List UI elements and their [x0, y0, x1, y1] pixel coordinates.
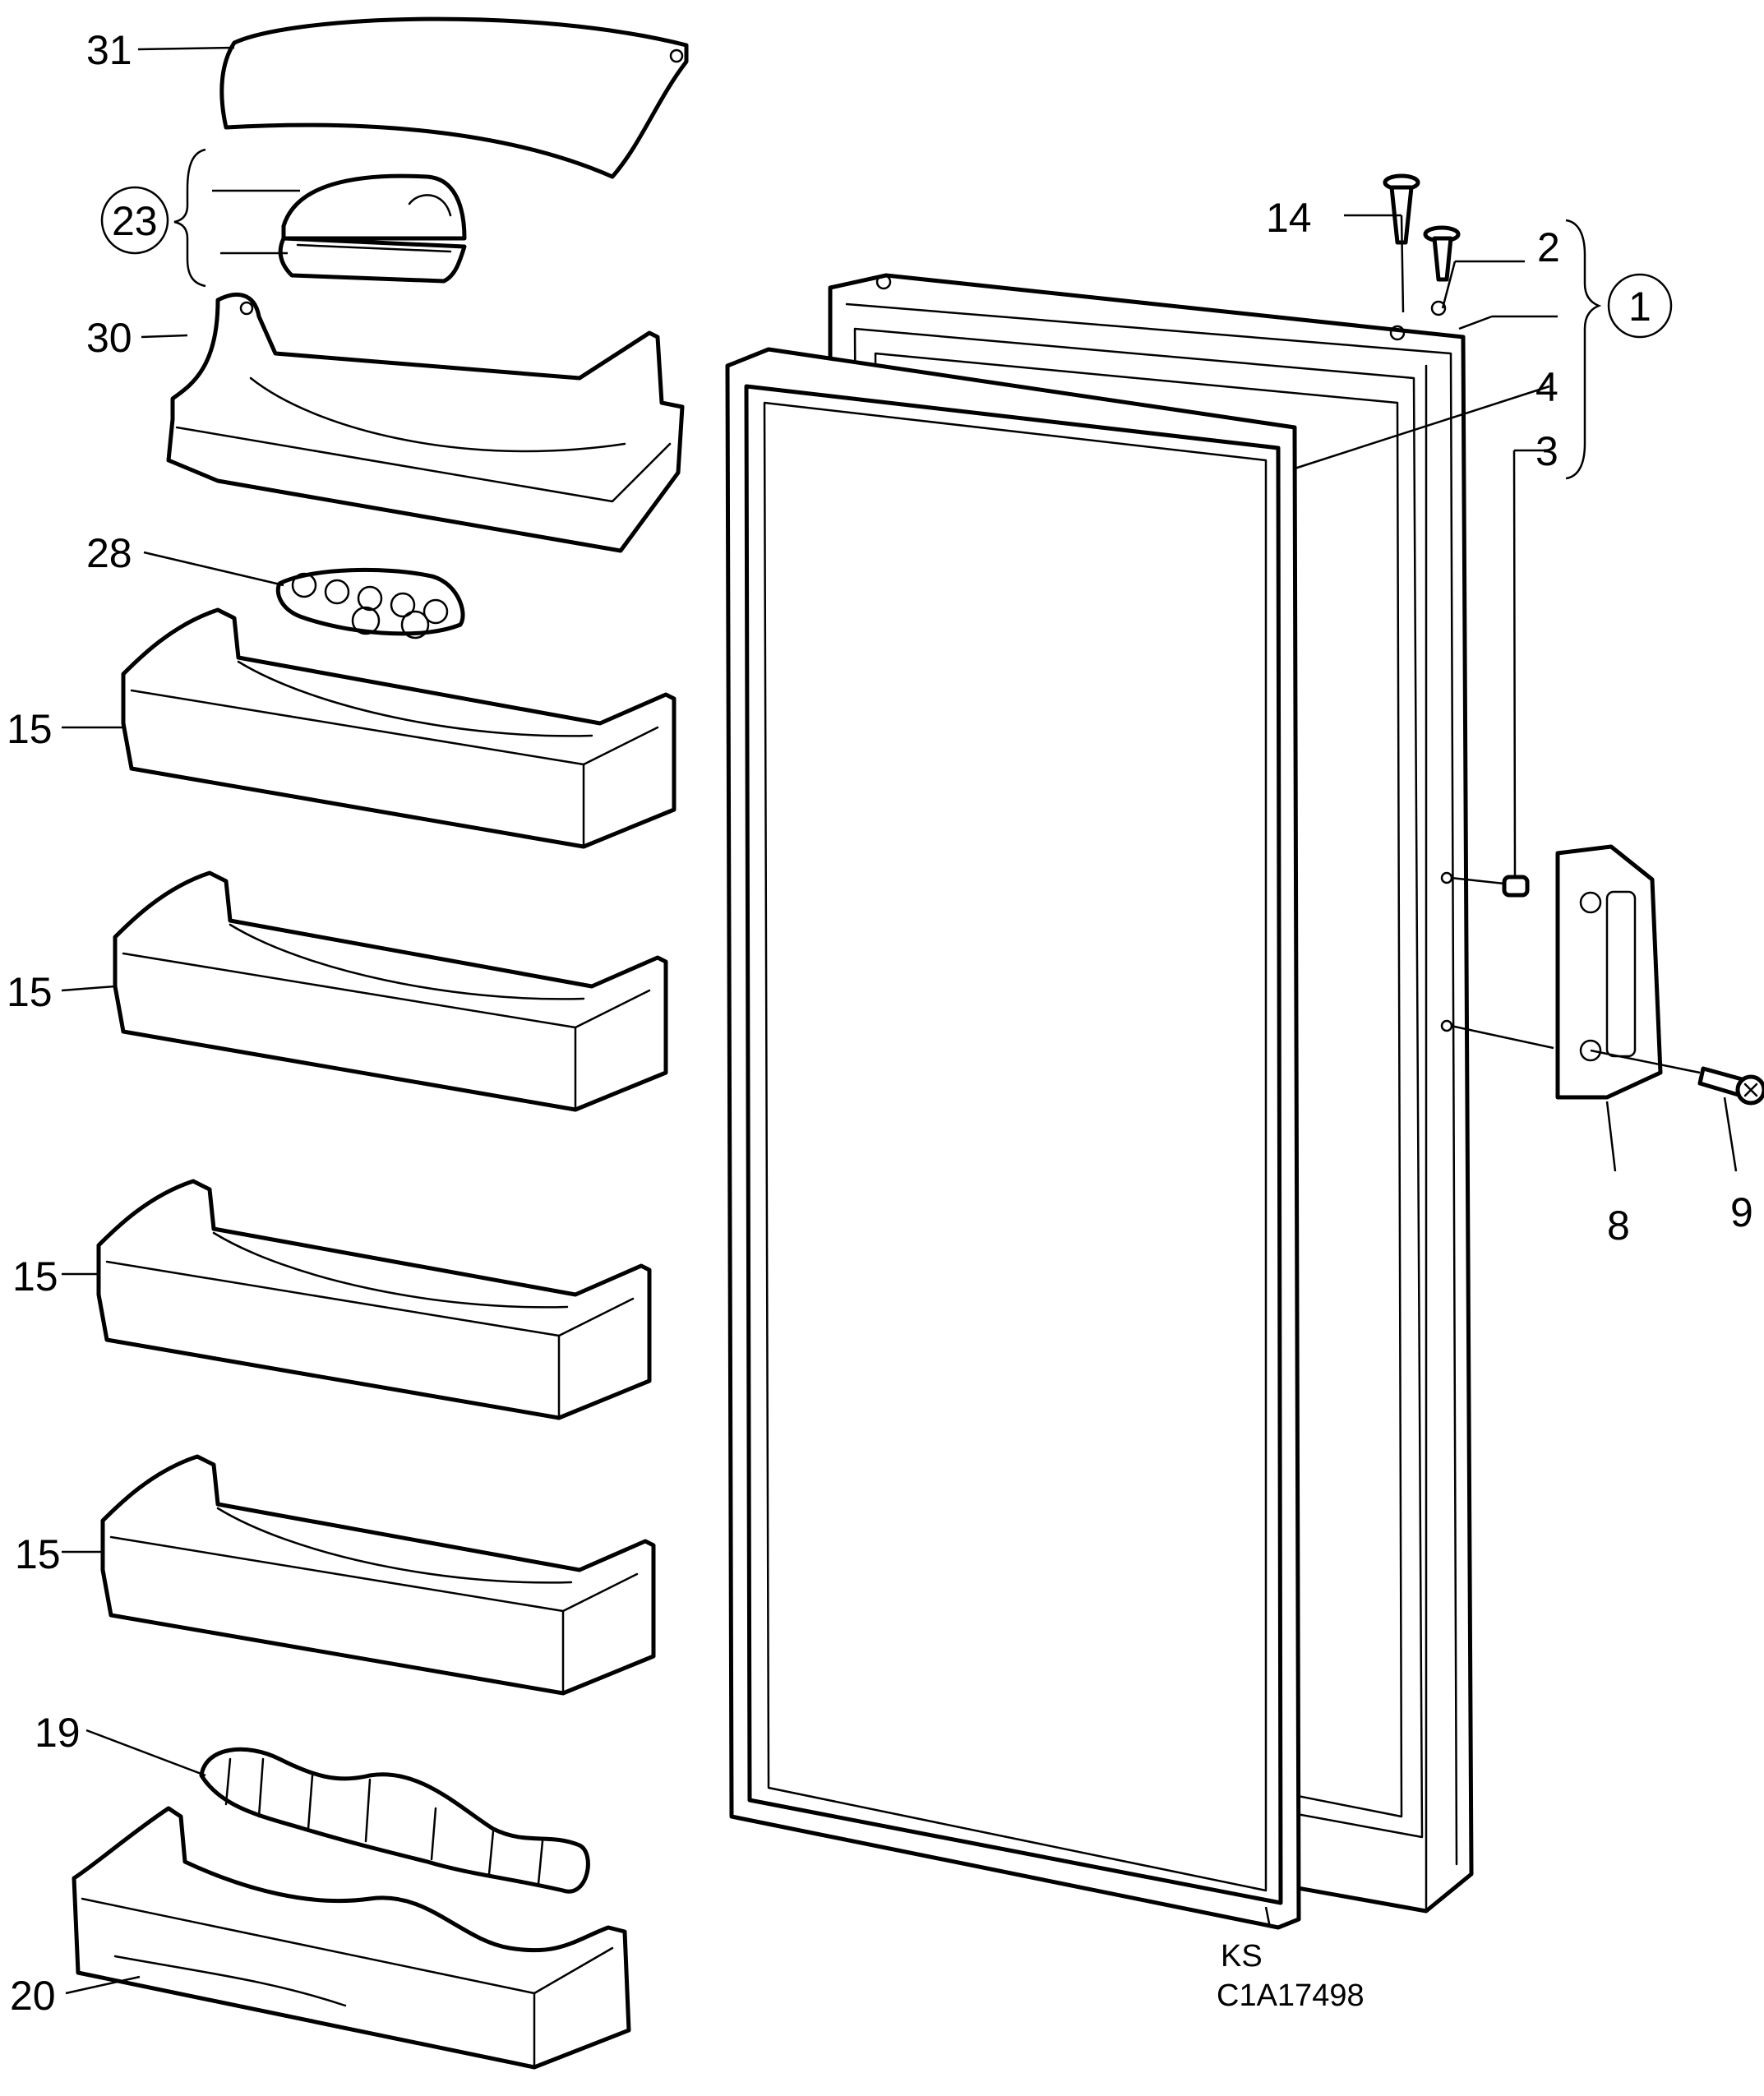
- handle-screw-9: [1697, 1066, 1764, 1106]
- label-23: 23: [112, 198, 158, 244]
- label-4: 4: [1535, 364, 1559, 410]
- label-15-b: 15: [7, 969, 53, 1015]
- label-14: 14: [1266, 195, 1312, 241]
- label-15-d: 15: [15, 1531, 61, 1577]
- label-1-circle: [1607, 273, 1673, 339]
- part-labels: 31 23 30 28 15 15 15 15 19 20 14 2 1 4 3…: [7, 27, 1753, 2019]
- shelf-30: [166, 292, 685, 553]
- door-shelf-15-c: [96, 1179, 652, 1420]
- bottle-shelf-20: [72, 1806, 631, 2070]
- leader-lines: [61, 46, 1738, 1995]
- drawing-code-line2: C1A17498: [1217, 1978, 1365, 2013]
- label-19: 19: [35, 1710, 81, 1756]
- door-shelf-15-a: [121, 607, 677, 849]
- label-23-circle: [100, 186, 169, 255]
- label-30: 30: [86, 315, 132, 361]
- drawing-code-line1: KS: [1221, 1939, 1263, 1974]
- label-15-a: 15: [7, 706, 53, 752]
- bottle-retainer-19: [199, 1747, 590, 1894]
- door-shelf-15-d: [100, 1454, 656, 1696]
- shelf-cover-31: [219, 16, 689, 179]
- egg-tray-28: [275, 567, 465, 639]
- drawing-code: KS C1A17498: [1217, 1939, 1365, 2013]
- label-1: 1: [1628, 284, 1651, 330]
- label-28: 28: [86, 530, 132, 576]
- label-2: 2: [1537, 224, 1560, 270]
- label-9: 9: [1730, 1189, 1753, 1235]
- label-8: 8: [1607, 1203, 1630, 1249]
- handle-plug-3: [1502, 875, 1530, 898]
- butter-box-23: [278, 173, 467, 284]
- label-3: 3: [1535, 428, 1559, 474]
- hinge-pin-2: [1423, 225, 1461, 282]
- door-gasket-seal: [725, 347, 1301, 1930]
- door-shelf-15-b: [113, 870, 668, 1112]
- label-31: 31: [86, 27, 132, 73]
- door-handle-8: [1555, 844, 1663, 1100]
- label-15-c: 15: [12, 1253, 58, 1300]
- label-20: 20: [10, 1973, 56, 2019]
